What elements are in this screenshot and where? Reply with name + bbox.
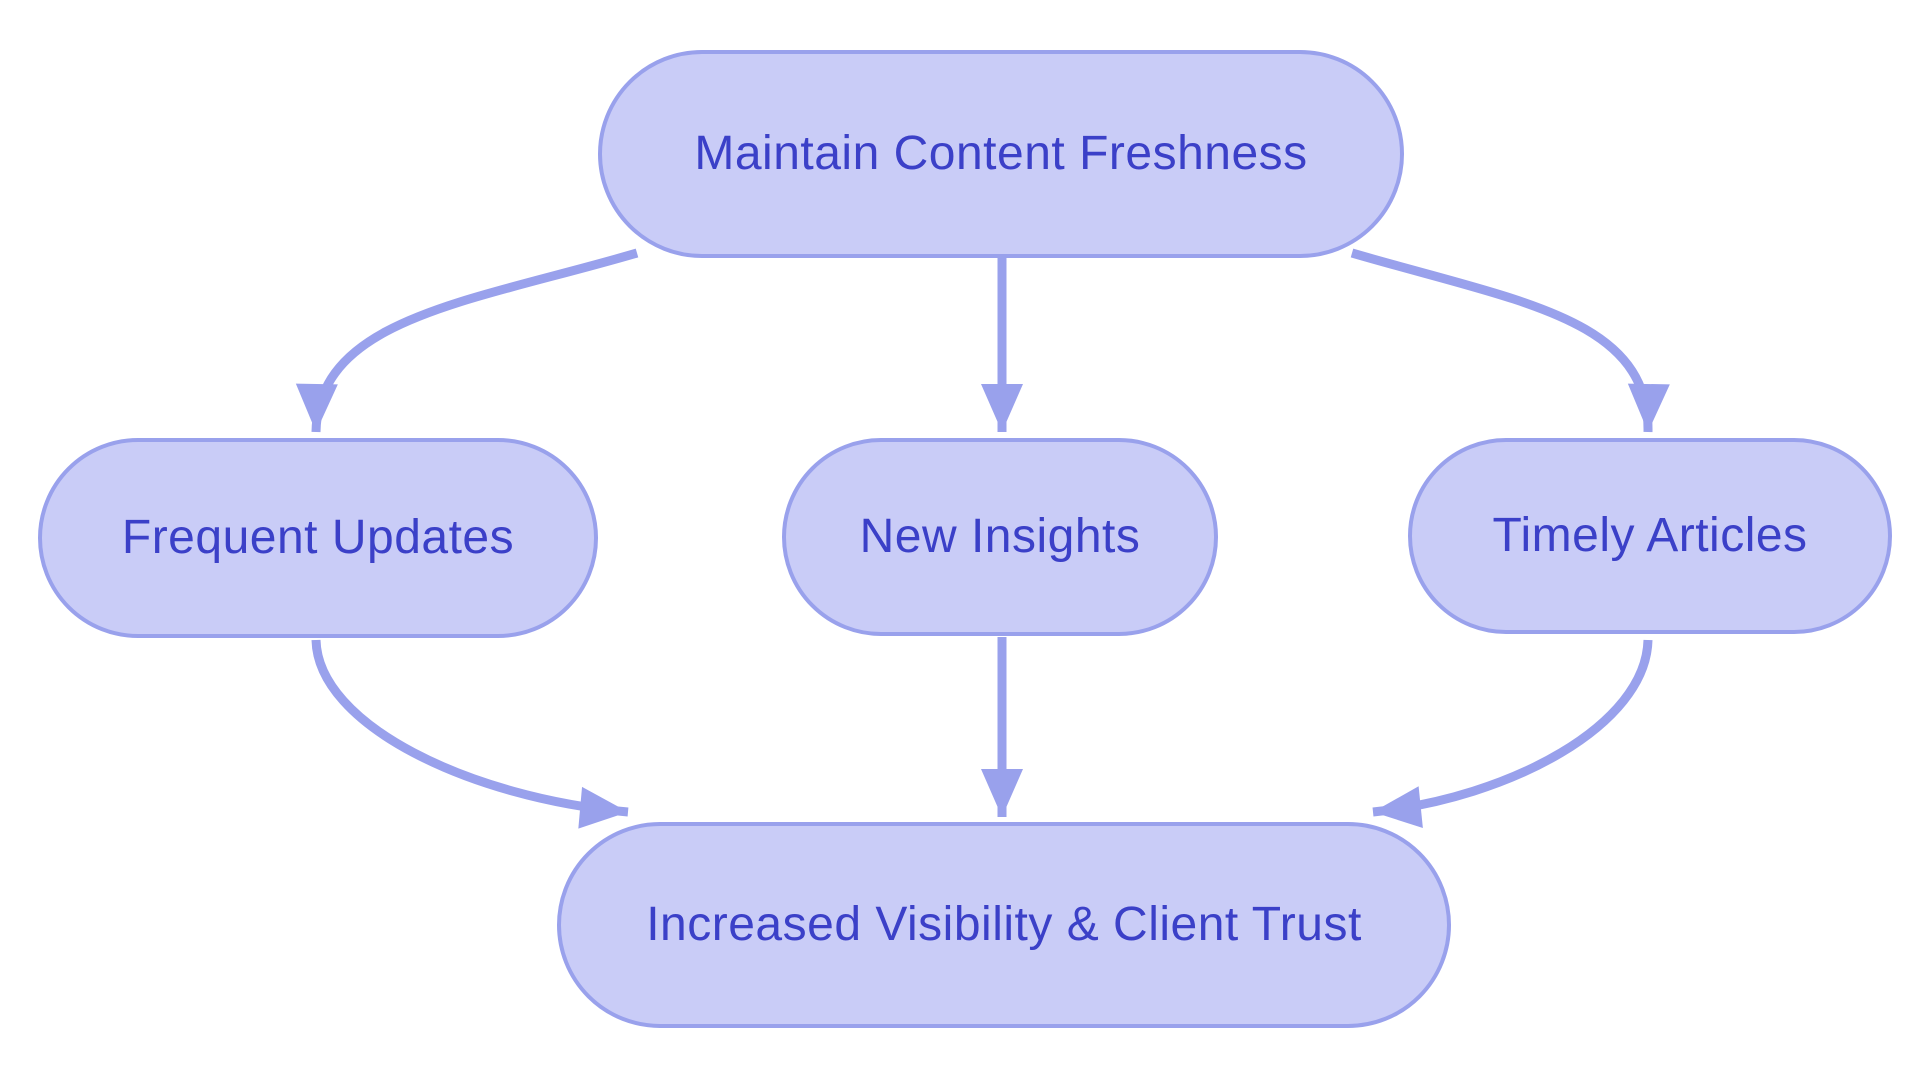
node-maintain-content-freshness: Maintain Content Freshness bbox=[598, 50, 1404, 258]
edge-maintain-content-freshness-to-timely-articles bbox=[1350, 248, 1670, 433]
node-label: Maintain Content Freshness bbox=[694, 127, 1308, 181]
edge-maintain-content-freshness-to-frequent-updates bbox=[295, 248, 639, 433]
node-increased-visibility-client-trust: Increased Visibility & Client Trust bbox=[557, 822, 1451, 1028]
node-label: New Insights bbox=[859, 510, 1141, 564]
node-label: Timely Articles bbox=[1492, 509, 1808, 563]
node-frequent-updates: Frequent Updates bbox=[38, 438, 598, 638]
node-label: Increased Visibility & Client Trust bbox=[646, 898, 1362, 952]
edge-timely-articles-to-increased-visibility-client-trust bbox=[1372, 639, 1653, 828]
node-label: Frequent Updates bbox=[121, 511, 515, 565]
node-timely-articles: Timely Articles bbox=[1408, 438, 1892, 634]
edge-frequent-updates-to-increased-visibility-client-trust bbox=[311, 639, 629, 829]
node-new-insights: New Insights bbox=[782, 438, 1218, 636]
